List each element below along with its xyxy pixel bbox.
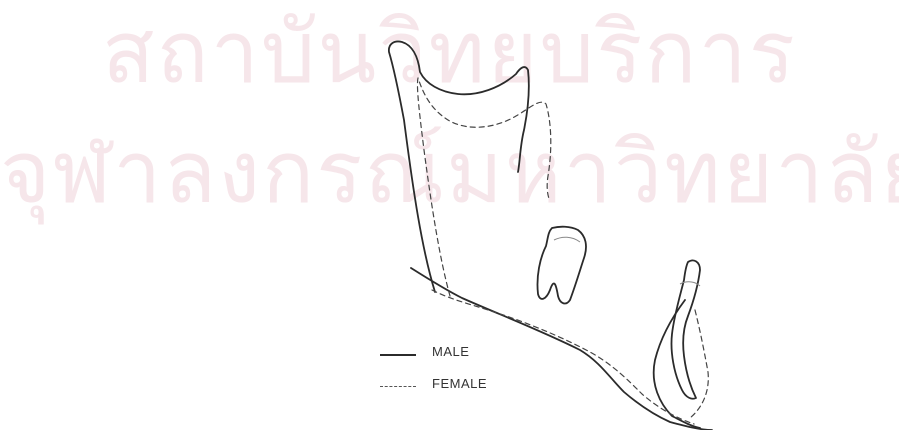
legend-item-female: FEMALE xyxy=(380,374,540,394)
molar-crown-line xyxy=(554,237,580,242)
molar-tooth xyxy=(537,227,586,304)
legend-label-female: FEMALE xyxy=(432,376,487,391)
incisor-tooth xyxy=(671,260,700,398)
female-symphysis xyxy=(690,310,708,418)
legend-item-male: MALE xyxy=(380,342,540,362)
female-ramus-outline xyxy=(417,78,550,296)
male-ramus-outline xyxy=(389,41,529,292)
legend: MALE FEMALE xyxy=(380,340,540,400)
legend-label-male: MALE xyxy=(432,344,469,359)
legend-swatch-female xyxy=(380,386,416,387)
legend-swatch-male xyxy=(380,354,416,356)
male-symphysis xyxy=(654,300,700,428)
